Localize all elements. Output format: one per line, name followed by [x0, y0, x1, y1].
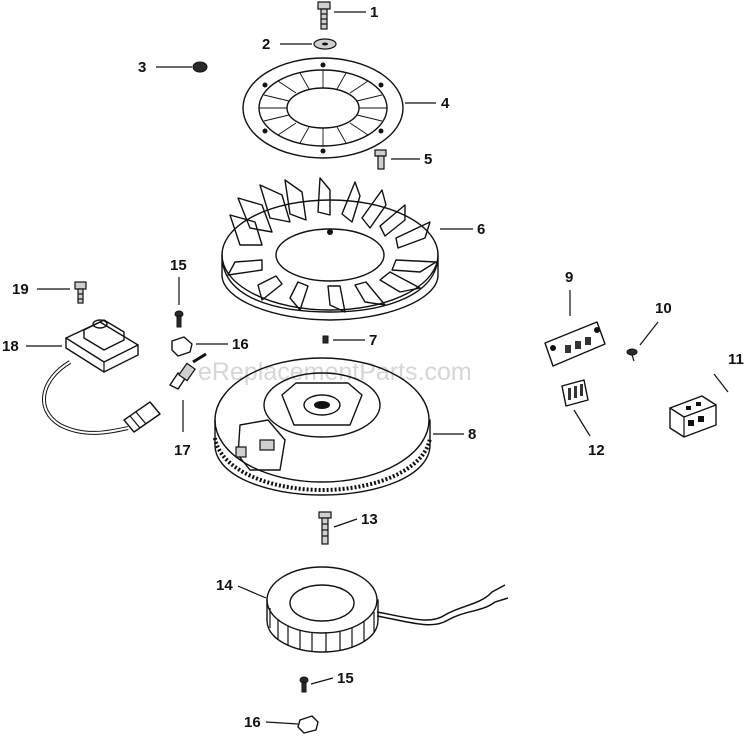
callout-6: 6	[477, 221, 485, 238]
callout-16-bottom: 16	[244, 714, 261, 731]
callout-7: 7	[369, 332, 377, 349]
callout-1: 1	[370, 4, 378, 21]
watermark-text: eReplacementParts.com	[198, 358, 472, 386]
part-16-clip-top[interactable]	[171, 336, 193, 357]
callout-9: 9	[565, 269, 573, 286]
part-10-screw[interactable]	[626, 348, 638, 362]
callout-15-bottom: 15	[337, 670, 354, 687]
callout-16-top: 16	[232, 336, 249, 353]
part-19-bolt[interactable]	[74, 281, 87, 304]
callout-15-top: 15	[170, 257, 187, 274]
callout-19: 19	[12, 281, 29, 298]
callout-17: 17	[174, 442, 191, 459]
part-15-screw-bottom[interactable]	[299, 676, 309, 693]
part-5-screw[interactable]	[374, 149, 387, 170]
callout-13: 13	[361, 511, 378, 528]
part-2-washer[interactable]	[313, 38, 337, 50]
callout-12: 12	[588, 442, 605, 459]
callout-8: 8	[468, 426, 476, 443]
callout-2: 2	[262, 36, 270, 53]
callout-18: 18	[2, 338, 19, 355]
part-18-ignition-module[interactable]	[42, 319, 161, 435]
part-1-screw[interactable]	[317, 1, 331, 30]
callout-14: 14	[216, 577, 233, 594]
callout-10: 10	[655, 300, 672, 317]
part-12-rectifier[interactable]	[561, 379, 589, 407]
callout-11: 11	[728, 351, 744, 368]
part-7-key[interactable]	[322, 335, 329, 344]
part-8-flywheel[interactable]	[213, 357, 432, 496]
callout-3: 3	[138, 59, 146, 76]
callout-5: 5	[424, 151, 432, 168]
callout-4: 4	[441, 95, 450, 112]
part-11-connector[interactable]	[669, 395, 717, 438]
part-15-screw-top[interactable]	[174, 310, 184, 328]
part-13-bolt[interactable]	[318, 511, 332, 545]
part-9-regulator[interactable]	[544, 321, 606, 367]
part-16-clip-bottom[interactable]	[297, 715, 319, 734]
part-3-nut[interactable]	[192, 61, 208, 73]
part-6-fan[interactable]	[221, 177, 439, 321]
part-4-disc[interactable]	[242, 57, 404, 159]
part-17-spark-plug[interactable]	[169, 352, 207, 390]
part-14-stator[interactable]	[266, 566, 509, 653]
